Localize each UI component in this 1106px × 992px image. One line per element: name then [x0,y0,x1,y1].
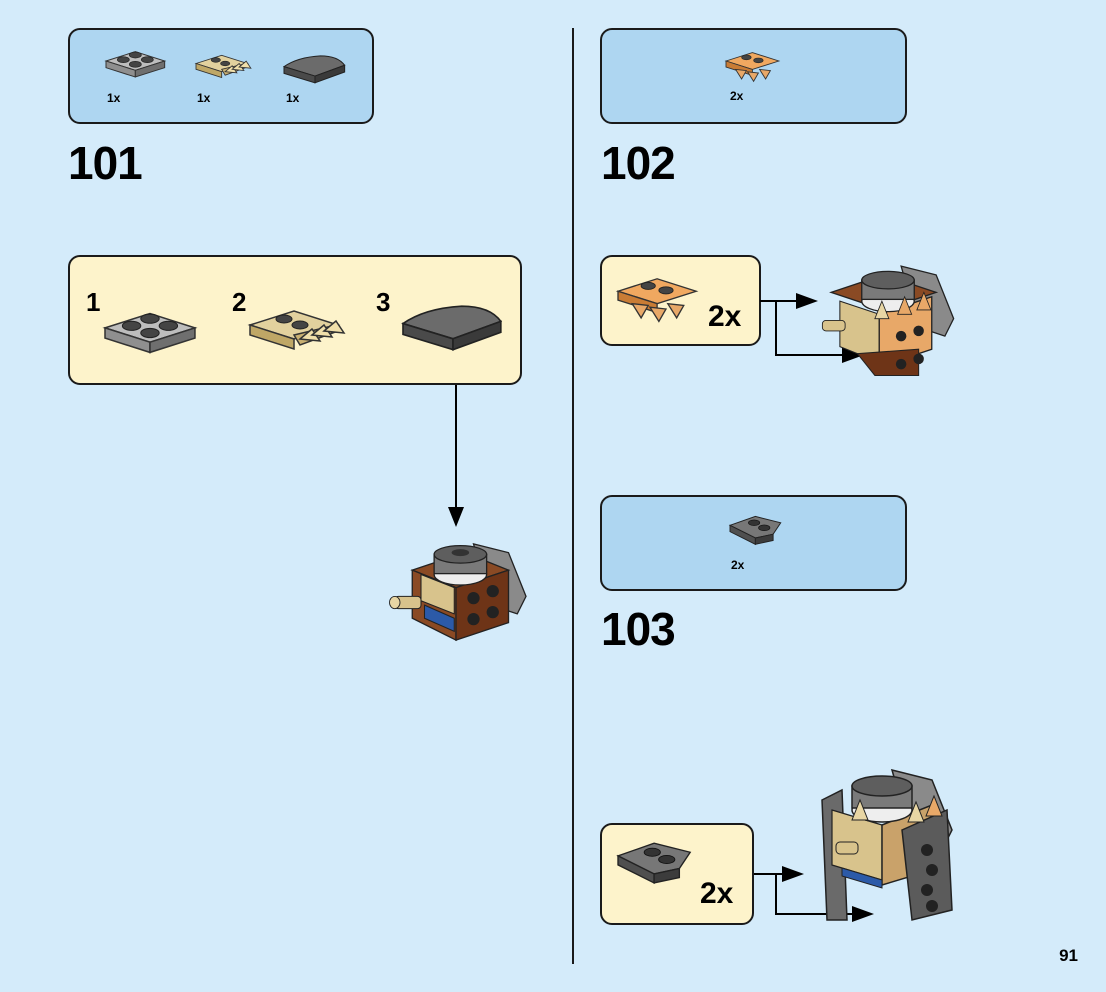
page-divider [572,28,574,964]
part-qty-4: 2x [730,89,744,103]
substep-2-number: 2 [232,287,247,317]
part-qty-5: 2x [731,558,745,572]
tan-spiked-plate-icon [249,310,345,350]
step-number-102: 102 [601,137,676,189]
part-qty-1: 1x [107,91,121,105]
substep-3-number: 3 [376,287,391,317]
assembly-arrows [760,293,864,363]
step-number-103: 103 [601,603,676,655]
step-102-assembly-image [821,265,955,377]
part-qty-3: 1x [286,91,300,105]
callout-qty-103: 2x [700,877,734,910]
down-arrow-icon [448,385,464,527]
gray-2x2-plate-icon [105,51,166,78]
step-number-101: 101 [68,137,143,189]
page-number: 91 [1059,946,1078,965]
dark-gray-curved-slope-icon [283,55,346,84]
orange-spiked-plate-icon [725,52,780,82]
tan-spiked-plate-icon [195,54,252,78]
step-101-assembly-image [388,543,527,641]
dark-gray-wedge-plate-icon [617,842,691,884]
callout-qty-102: 2x [708,300,742,333]
dark-gray-curved-slope-icon [402,305,502,351]
gray-2x2-plate-icon [104,312,196,354]
dark-gray-wedge-plate-icon [729,515,782,545]
step-103-assembly-image [821,769,953,921]
substep-1-number: 1 [86,287,101,317]
orange-spiked-plate-icon [617,278,697,323]
part-qty-2: 1x [197,91,211,105]
